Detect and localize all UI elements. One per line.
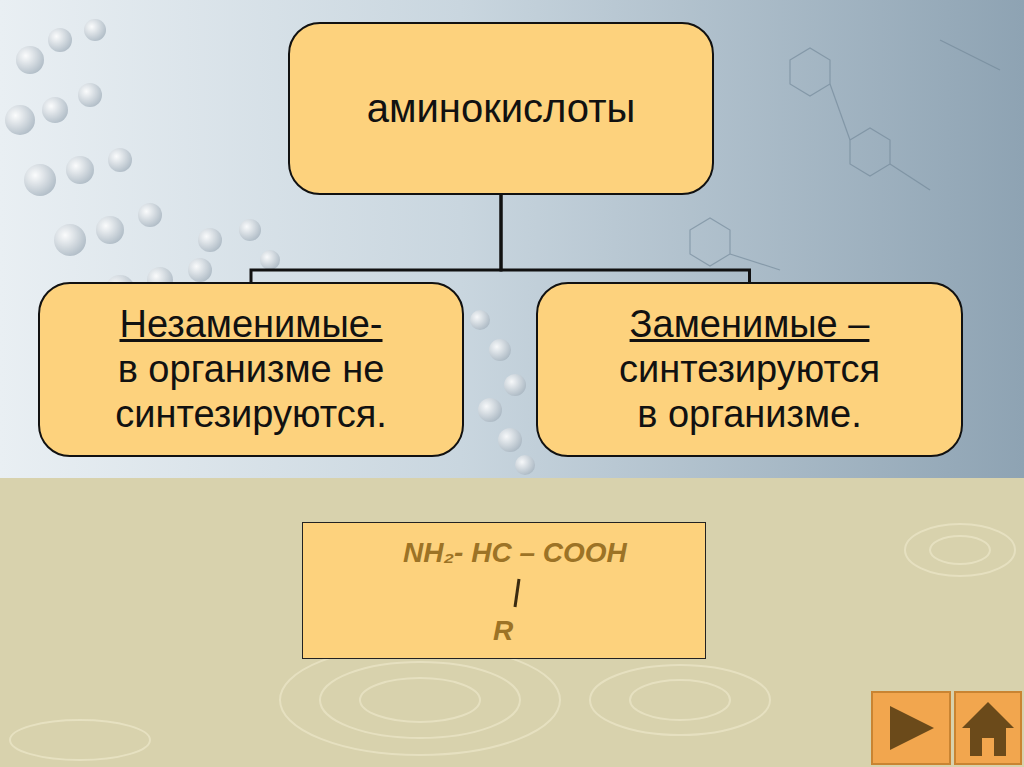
radical-label: R <box>493 615 513 647</box>
tree-connector <box>251 195 501 282</box>
bottom-panel <box>0 478 1024 767</box>
box-heading: Заменимые – <box>630 302 870 347</box>
home-button <box>955 692 1021 764</box>
formula-text: NH₂- HC – COOH <box>403 537 627 569</box>
bond-line <box>507 575 527 611</box>
text-group: аминокислоты <box>367 85 636 132</box>
box-body: в организме не синтезируются. <box>81 347 421 437</box>
tree-connector <box>501 195 750 282</box>
top-panel <box>0 0 1024 478</box>
molecule-sketch <box>690 40 1000 270</box>
next-button <box>872 692 950 764</box>
category-box: аминокислоты <box>288 22 714 195</box>
box-heading: Незаменимые- <box>120 302 383 347</box>
box-heading: аминокислоты <box>367 85 636 132</box>
text-group: Незаменимые-в организме не синтезируются… <box>81 302 421 436</box>
category-box: Заменимые –синтезируются в организме. <box>536 282 963 457</box>
text-group: Заменимые –синтезируются в организме. <box>607 302 892 436</box>
ripple-decoration <box>10 524 1015 760</box>
category-box: Незаменимые-в организме не синтезируются… <box>38 282 464 457</box>
formula-box: NH₂- HC – COOH R <box>302 522 706 659</box>
box-body: синтезируются в организме. <box>607 347 892 437</box>
